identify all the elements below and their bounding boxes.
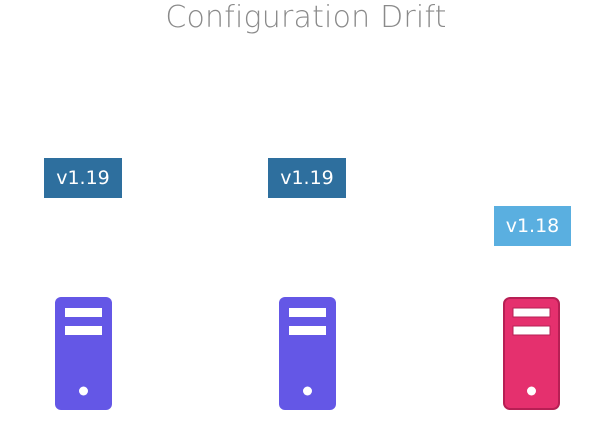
version-badge-server-2: v1.19: [268, 158, 346, 198]
version-badge-server-1: v1.19: [44, 158, 122, 198]
version-badge-server-3: v1.18: [494, 206, 571, 246]
page-title: Configuration Drift: [165, 0, 447, 35]
server-icon: [55, 297, 112, 410]
server-icon: [503, 297, 560, 410]
server-icon: [279, 297, 336, 410]
